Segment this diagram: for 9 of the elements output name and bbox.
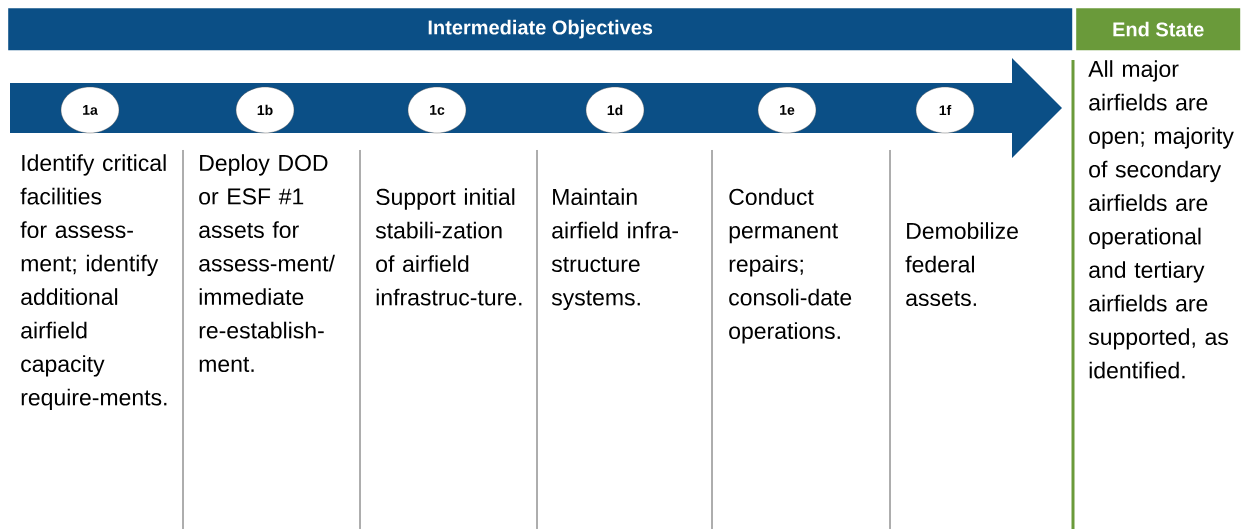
end-state-band: End State (1076, 8, 1241, 51)
description-text: Conduct permanent repairs; consoli-date operations. (729, 188, 852, 344)
description-text: Support initial stabili-zation of airfield infrastruc-ture. (375, 188, 522, 306)
description-text: Demobilize federal assets. (905, 222, 1018, 307)
description-text: Deploy DOD or ESF #1 assets for assess-ment/ immediate re-establish-ment. (199, 154, 335, 373)
header-band: Intermediate Objectives (8, 8, 1073, 51)
description-text: Maintain airfield infra-structure systems. (551, 188, 678, 311)
description-text: All major airfields are open; majority of secondary airfields are operational and tertiary airfields are supported, as identified. (1088, 60, 1234, 379)
description-text: Identify critical facilities for assess-ment; identify additional airfield capacity require-ments. (20, 154, 167, 411)
